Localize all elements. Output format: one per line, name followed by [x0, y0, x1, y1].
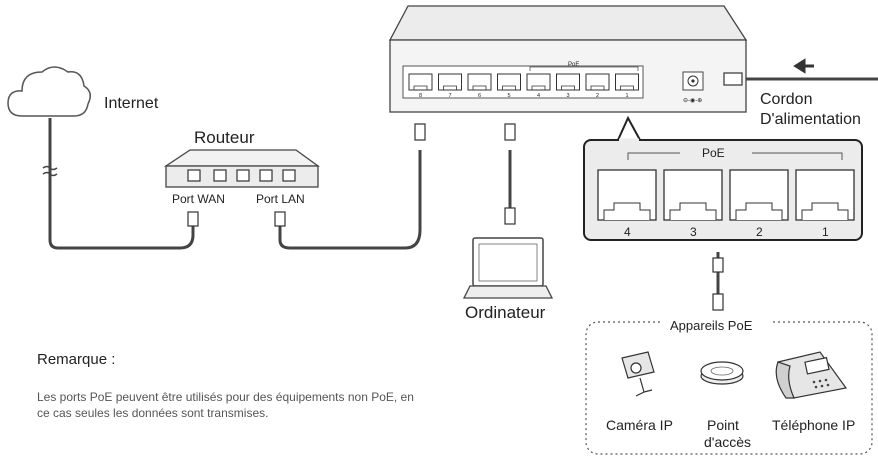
- zoom-port-number: 4: [624, 225, 631, 239]
- zoom-port-number: 3: [690, 225, 697, 239]
- zoom-poe-bracket: [627, 152, 843, 160]
- switch-port-latch: [620, 85, 634, 90]
- internet-cloud-icon: [7, 66, 91, 117]
- switch-port: [497, 73, 521, 91]
- zoom-callout-pointer: [617, 115, 641, 141]
- zoom-poe-label: PoE: [702, 146, 725, 160]
- zoom-port-number: 2: [756, 225, 763, 239]
- router-title: Routeur: [194, 128, 255, 147]
- switch-port-latch: [413, 85, 428, 90]
- switch-port: [556, 73, 580, 91]
- switch-port: [585, 73, 610, 91]
- switch-ports: [408, 73, 639, 91]
- zoom-port-number: 1: [822, 225, 829, 239]
- computer-label: Ordinateur: [465, 303, 546, 322]
- ip-camera-icon: [621, 351, 655, 397]
- switch-top: [388, 5, 748, 41]
- poe-devices-title: Appareils PoE: [670, 318, 753, 333]
- zoom-port-latch: [603, 202, 651, 220]
- switch-port-number: 8: [419, 93, 422, 99]
- rj45-connector-icon: [187, 211, 286, 227]
- switch-port-latch: [472, 85, 487, 90]
- zoom-ports: [597, 169, 855, 221]
- rj45-connector-icon: [504, 207, 516, 225]
- switch-port-latch: [561, 85, 575, 90]
- rj45-connector-icon: [712, 257, 724, 311]
- power-jack-pin: [691, 79, 695, 83]
- poe-devices-title-bg: [660, 318, 772, 328]
- switch-port-number: 5: [508, 93, 511, 99]
- zoom-port-numbers: 4 3 2 1: [624, 225, 829, 239]
- switch-poe-label: PoE: [568, 62, 579, 68]
- ip-phone-label: Téléphone IP: [772, 417, 855, 433]
- power-plug-icon: [723, 72, 743, 86]
- router-top: [163, 149, 320, 167]
- access-point-label-line1: Point: [707, 417, 739, 433]
- router-lan-label: Port LAN: [256, 192, 305, 206]
- switch-port-number: 1: [626, 93, 629, 99]
- access-point-icon: [700, 361, 744, 385]
- switch-port-latch: [531, 85, 546, 90]
- cable-break-icon: [42, 165, 58, 177]
- switch-port-latch: [443, 85, 457, 90]
- insert-arrow-icon: [793, 58, 814, 74]
- switch-port-number: 4: [537, 93, 540, 99]
- switch-poe-bracket: [529, 66, 639, 71]
- ip-phone-icon: [775, 351, 848, 399]
- zoom-port-latch: [735, 202, 783, 220]
- switch-port-number: 2: [596, 93, 599, 99]
- internet-cable: [48, 118, 195, 250]
- ip-camera-label: Caméra IP: [606, 417, 673, 433]
- rj45-connector-icon: [414, 123, 516, 141]
- switch-port-numbers: 8 7 6 5 4 3 2 1: [419, 93, 629, 99]
- internet-label: Internet: [104, 95, 159, 112]
- zoom-port-latch: [801, 202, 849, 220]
- zoom-port-latch: [669, 202, 717, 220]
- note-body: Les ports PoE peuvent être utilisés pour…: [37, 390, 414, 420]
- power-polarity-symbol: ⊖-◉-⊕: [683, 98, 702, 104]
- switch-port: [526, 73, 551, 91]
- power-cord-label-line2: D'alimentation: [760, 111, 861, 128]
- router-wan-label: Port WAN: [172, 192, 225, 206]
- switch-port: [615, 73, 639, 91]
- switch-port: [408, 73, 433, 91]
- switch-port-number: 7: [449, 93, 452, 99]
- lan-to-switch-cable: [278, 150, 422, 250]
- access-point-label-line2: d'accès: [704, 434, 751, 450]
- switch-port-latch: [590, 85, 605, 90]
- note-title: Remarque :: [37, 351, 116, 368]
- switch-port-number: 3: [567, 93, 570, 99]
- power-cord-label-line1: Cordon: [760, 91, 812, 108]
- laptop-icon: [462, 237, 554, 299]
- router-ports: [187, 169, 296, 182]
- switch-port: [438, 73, 462, 91]
- switch-port-latch: [502, 85, 516, 90]
- switch-port-number: 6: [478, 93, 481, 99]
- switch-port: [467, 73, 492, 91]
